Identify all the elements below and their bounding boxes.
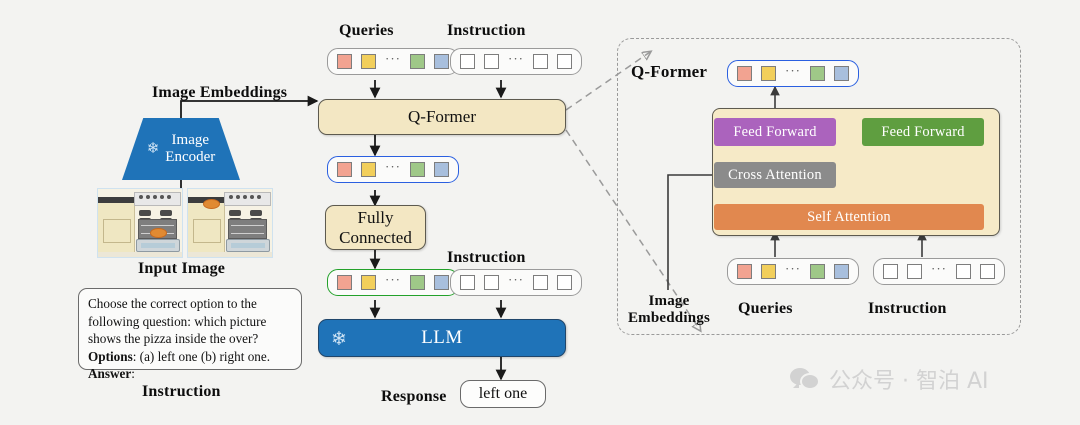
detail-instruction-token-strip: ··· — [873, 258, 1005, 285]
instruction-token-1 — [460, 275, 475, 290]
query-token-4 — [434, 54, 449, 69]
image-encoder-block: ❄ Image Encoder — [122, 118, 240, 180]
image-embeddings-line-1: Image — [648, 293, 690, 309]
answer-text: : — [131, 366, 135, 382]
instruction-token-2 — [484, 54, 499, 69]
query-token-4 — [834, 264, 849, 279]
output-token-4 — [834, 66, 849, 81]
output-token-3 — [810, 66, 825, 81]
fully-connected-line-1: Fully — [357, 208, 394, 228]
output-token-2 — [761, 66, 776, 81]
feed-forward-green-block: Feed Forward — [862, 118, 984, 146]
snowflake-icon: ❄ — [331, 329, 348, 350]
instruction-label-mid: Instruction — [447, 249, 526, 266]
output-token-1 — [337, 162, 352, 177]
self-attention-block: Self Attention — [714, 204, 984, 230]
projected-token-4 — [434, 275, 449, 290]
answer-label: Answer — [88, 366, 132, 382]
wechat-icon — [790, 368, 820, 390]
queries-token-strip-top: ··· — [327, 48, 459, 75]
detail-image-embeddings-label: Image Embeddings — [622, 293, 716, 327]
qformer-detail-output-strip: ··· — [727, 60, 859, 87]
snowflake-icon: ❄ — [146, 140, 160, 157]
qformer-detail-panel — [617, 38, 1021, 335]
output-token-2 — [361, 162, 376, 177]
instruction-answer-line: Answer: — [88, 365, 292, 383]
queries-label-top: Queries — [339, 22, 394, 39]
token-ellipsis: ··· — [508, 50, 524, 66]
watermark: 公众号 · 智泊 AI — [790, 363, 989, 395]
projected-token-1 — [337, 275, 352, 290]
detail-queries-label: Queries — [738, 300, 793, 317]
image-embeddings-line-2: Embeddings — [627, 310, 711, 326]
input-image-label: Input Image — [138, 260, 226, 277]
output-token-3 — [410, 162, 425, 177]
output-token-1 — [737, 66, 752, 81]
instruction-token-2 — [907, 264, 922, 279]
fully-connected-block: Fully Connected — [325, 205, 426, 250]
query-token-2 — [761, 264, 776, 279]
response-value-box: left one — [460, 380, 546, 408]
feed-forward-purple-block: Feed Forward — [714, 118, 836, 146]
options-text: : (a) left one (b) right one. — [132, 348, 271, 364]
detail-instruction-label: Instruction — [868, 300, 947, 317]
instruction-token-strip-mid: ··· — [450, 269, 582, 296]
thumbnail-pizza-on-stovetop — [187, 188, 273, 258]
qformer-output-token-strip: ··· — [327, 156, 459, 183]
instruction-caption-label: Instruction — [142, 383, 221, 400]
query-token-1 — [337, 54, 352, 69]
query-token-1 — [737, 264, 752, 279]
token-ellipsis: ··· — [508, 271, 524, 287]
instruction-token-1 — [883, 264, 898, 279]
instruction-token-2 — [484, 275, 499, 290]
instruction-token-3 — [533, 275, 548, 290]
instruction-prompt-card: Choose the correct option to the followi… — [78, 288, 302, 381]
watermark-text: 公众号 · 智泊 AI — [829, 369, 989, 394]
llm-block: ❄ LLM — [318, 319, 566, 357]
query-token-3 — [810, 264, 825, 279]
token-ellipsis: ··· — [785, 62, 801, 78]
token-ellipsis: ··· — [385, 158, 401, 174]
token-ellipsis: ··· — [385, 271, 401, 287]
projected-token-strip: ··· — [327, 269, 459, 296]
query-token-3 — [410, 54, 425, 69]
output-token-4 — [434, 162, 449, 177]
instruction-token-3 — [956, 264, 971, 279]
image-embeddings-label: Image Embeddings — [152, 84, 288, 101]
qformer-detail-title: Q-Former — [631, 62, 708, 81]
qformer-block: Q-Former — [318, 99, 566, 135]
cross-attention-block: Cross Attention — [714, 162, 836, 188]
query-token-2 — [361, 54, 376, 69]
detail-queries-token-strip: ··· — [727, 258, 859, 285]
fully-connected-line-2: Connected — [339, 227, 412, 247]
llm-label: LLM — [421, 327, 463, 349]
instruction-line-3: shows the pizza inside the over? — [88, 331, 259, 347]
instruction-line-2: following question: which picture — [88, 313, 267, 329]
image-encoder-label: Image Encoder — [165, 132, 216, 165]
input-image-thumbnails — [97, 188, 273, 258]
instruction-token-1 — [460, 54, 475, 69]
thumbnail-pizza-in-oven — [97, 188, 183, 258]
instruction-label-top: Instruction — [447, 22, 526, 39]
instruction-token-4 — [557, 54, 572, 69]
options-label: Options — [88, 348, 133, 364]
response-label: Response — [381, 388, 447, 405]
instruction-options-line: Options: (a) left one (b) right one. — [88, 348, 292, 366]
projected-token-3 — [410, 275, 425, 290]
instruction-line-1: Choose the correct option to the — [88, 296, 257, 311]
token-ellipsis: ··· — [385, 50, 401, 66]
instruction-token-strip-top: ··· — [450, 48, 582, 75]
token-ellipsis: ··· — [785, 260, 801, 276]
instruction-token-3 — [533, 54, 548, 69]
instruction-token-4 — [980, 264, 995, 279]
token-ellipsis: ··· — [931, 260, 947, 276]
projected-token-2 — [361, 275, 376, 290]
instruction-token-4 — [557, 275, 572, 290]
